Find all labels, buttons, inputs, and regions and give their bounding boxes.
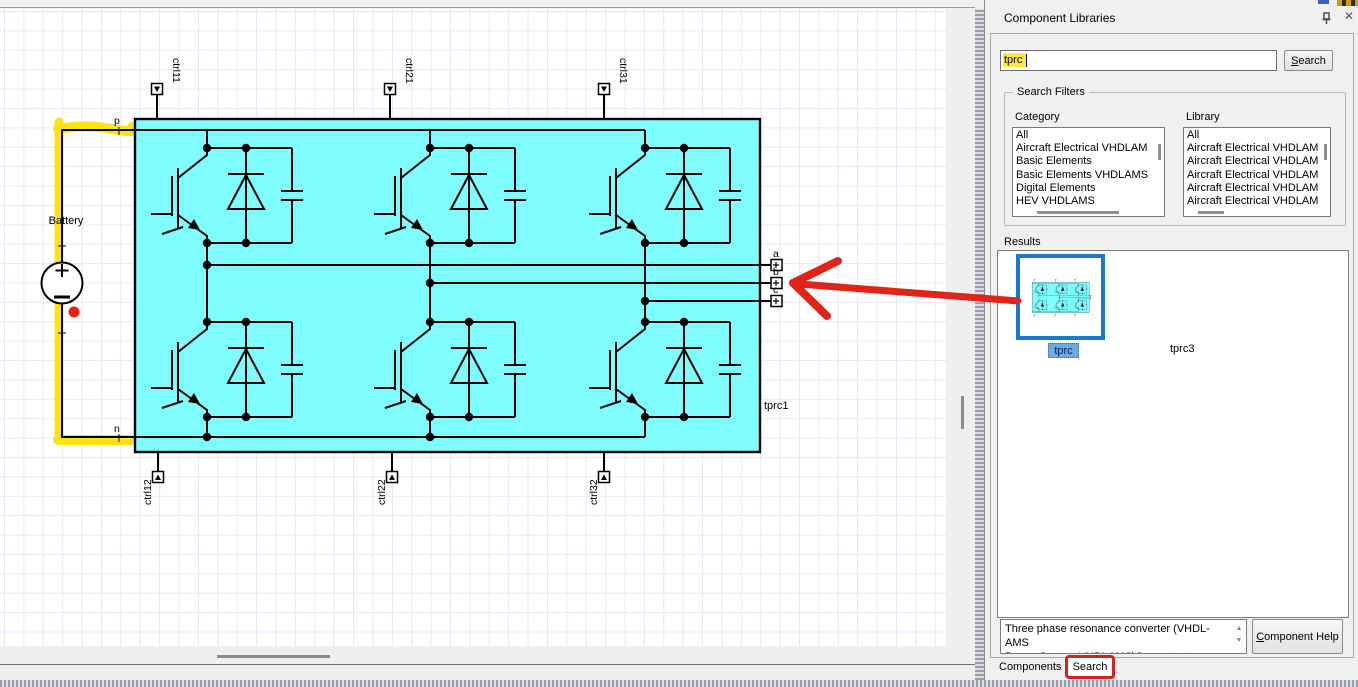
tab-components[interactable]: Components [999, 661, 1062, 673]
listbox-vscroll-thumb[interactable] [1324, 144, 1327, 160]
component-libraries-panel: Component Libraries ✕ tprc Search Search… [984, 0, 1358, 680]
result-item-tprc[interactable]: tprc [1048, 343, 1079, 358]
red-dot-annotation [68, 306, 80, 318]
panel-title: Component Libraries [1004, 11, 1116, 25]
panel-splitter-gripper[interactable] [975, 9, 984, 680]
listbox-hscroll-thumb[interactable] [1037, 211, 1119, 214]
tprc-thumbnail-image [1029, 277, 1093, 318]
tprc1-converter-block[interactable] [114, 58, 782, 505]
battery-label: Battery [49, 215, 84, 227]
horizontal-scroll-thumb[interactable] [217, 655, 330, 658]
block-ref-label: tprc1 [764, 400, 788, 412]
cropped-toolbar-icon [1318, 0, 1329, 4]
battery-symbol [40, 129, 135, 438]
list-item[interactable]: Aircraft Electrical VHDLAM [1016, 142, 1148, 155]
bottom-dock-gripper [0, 680, 1358, 687]
list-item[interactable]: All [1016, 129, 1029, 141]
search-input[interactable]: tprc [1000, 50, 1277, 71]
component-help-button[interactable]: Component Help [1252, 619, 1343, 654]
list-item[interactable]: Aircraft Electrical VHDLAM [1187, 195, 1319, 208]
text-caret [1026, 54, 1028, 67]
list-item[interactable]: All [1187, 129, 1200, 141]
panel-content-frame [990, 33, 1354, 658]
list-item[interactable]: Basic Elements [1016, 155, 1092, 168]
listbox-hscroll-thumb[interactable] [1198, 211, 1224, 214]
results-area: tprc tprc3 [997, 250, 1349, 618]
list-item[interactable]: Aircraft Electrical VHDLAM [1187, 168, 1319, 181]
search-filters-legend: Search Filters [1013, 86, 1089, 98]
component-description[interactable]: Three phase resonance converter (VHDL-AM… [1000, 619, 1247, 654]
search-input-value: tprc [1003, 53, 1027, 68]
canvas-vertical-scrollbar[interactable] [946, 9, 975, 680]
status-strip [0, 665, 975, 680]
description-line1: Three phase resonance converter (VHDL-AM… [1005, 623, 1210, 649]
divider-line [0, 664, 975, 665]
canvas-horizontal-scrollbar[interactable] [0, 647, 946, 664]
library-label: Library [1186, 111, 1220, 123]
list-item[interactable]: Aircraft Electrical VHDLAM [1187, 155, 1319, 168]
category-listbox[interactable]: All Aircraft Electrical VHDLAM Basic Ele… [1012, 127, 1165, 217]
schematic-drawing: a b c p n ctrl11 ctrl21 ctrl31 ctrl12 ct… [40, 0, 788, 687]
description-line2: Power System VHDLAMS\Converter:tprc [1005, 650, 1232, 653]
vertical-scroll-thumb[interactable] [961, 396, 964, 429]
panel-tab-bar: Components Search [990, 655, 1354, 680]
results-label: Results [1004, 236, 1041, 248]
list-item[interactable]: Digital Elements [1016, 181, 1096, 194]
list-item[interactable]: HEV VHDLAMS [1016, 195, 1095, 208]
library-listbox[interactable]: All Aircraft Electrical VHDLAM Aircraft … [1183, 127, 1331, 217]
canvas-top-strip [0, 0, 975, 8]
result-item-tprc3[interactable]: tprc3 [1170, 343, 1195, 355]
result-thumbnail-tprc[interactable] [1016, 254, 1105, 340]
description-scroll-arrows[interactable]: ▲▼ [1235, 625, 1243, 644]
list-item[interactable]: Basic Elements VHDLAMS [1016, 168, 1149, 181]
close-icon[interactable]: ✕ [1344, 9, 1355, 23]
pin-icon[interactable] [1321, 12, 1332, 25]
tab-search[interactable]: Search [1065, 655, 1115, 679]
list-item[interactable]: Aircraft Electrical VHDLAM [1187, 181, 1319, 194]
category-label: Category [1015, 111, 1060, 123]
search-button[interactable]: Search [1284, 50, 1333, 71]
listbox-vscroll-thumb[interactable] [1158, 144, 1161, 160]
search-filters-group: Search Filters Category Library All Airc… [1004, 86, 1346, 226]
list-item[interactable]: Aircraft Electrical VHDLAM [1187, 142, 1319, 155]
cropped-toolbar-icon-2 [1337, 0, 1358, 6]
